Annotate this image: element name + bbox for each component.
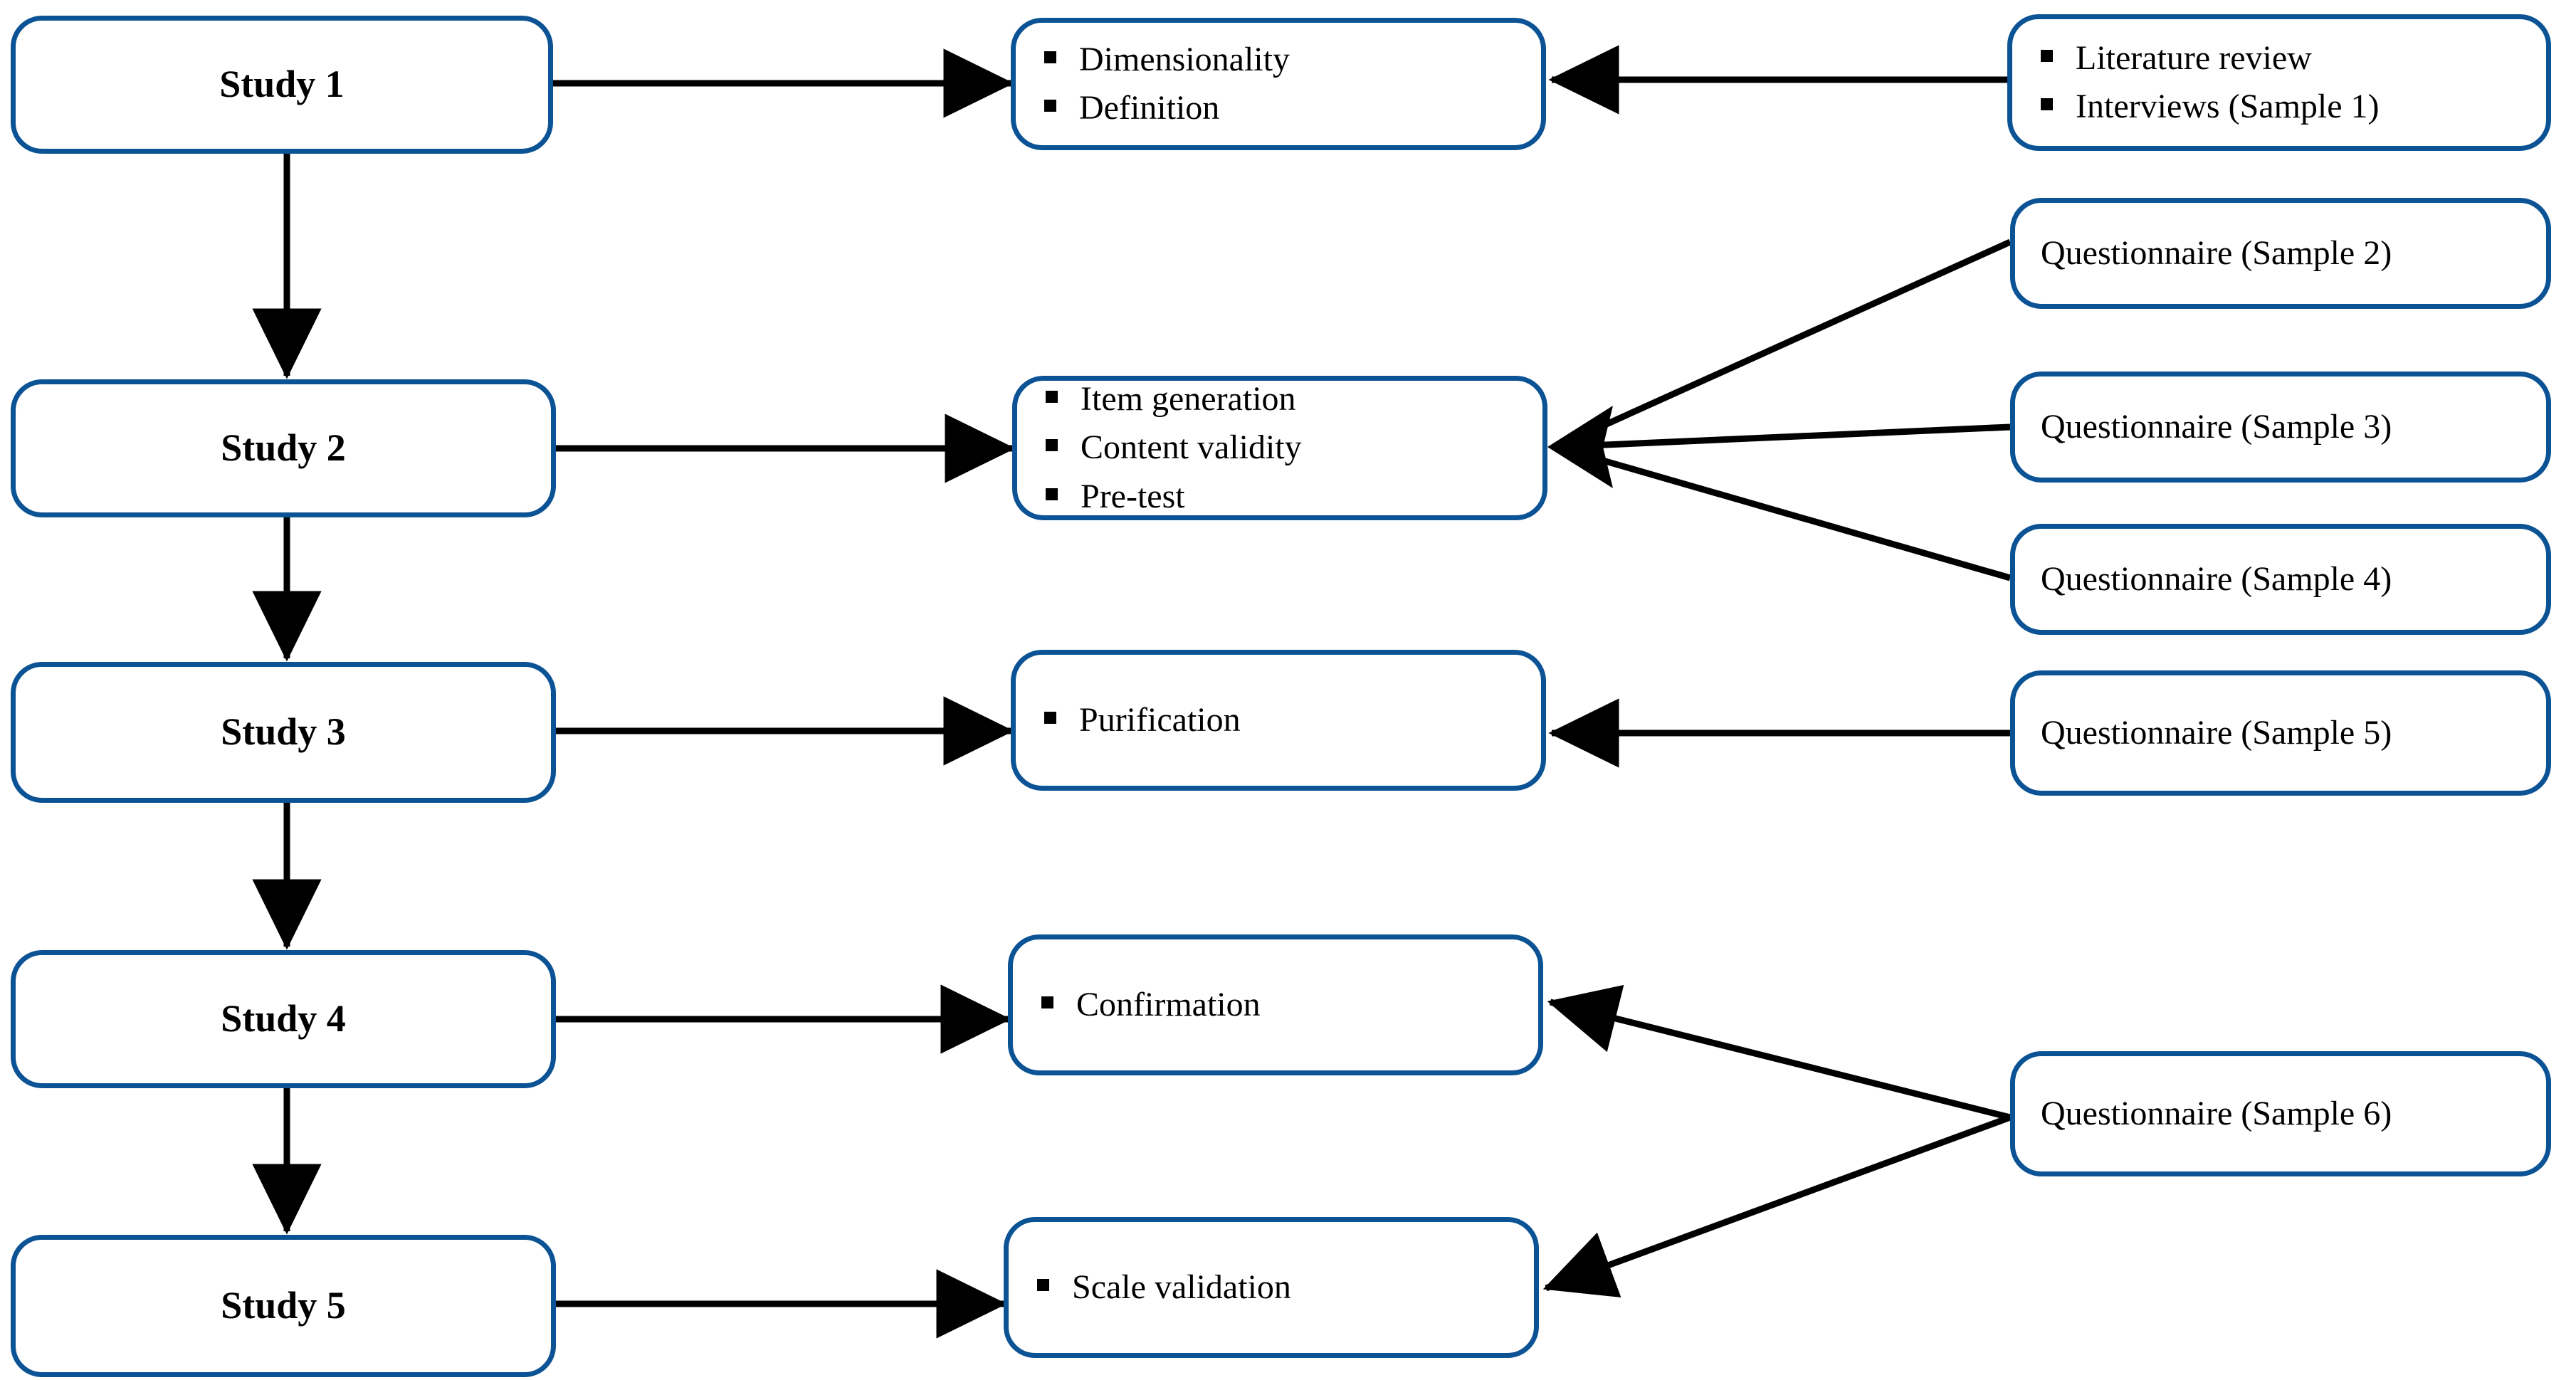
square-bullet-icon xyxy=(1046,488,1058,500)
activity-item-label: Pre-test xyxy=(1081,477,1185,515)
activity-node-2-list: Item generation Content validity Pre-tes… xyxy=(1017,375,1542,520)
study-node-4[interactable]: Study 4 xyxy=(11,950,556,1088)
list-item: Literature review xyxy=(2041,34,2546,83)
source-node-1-list: Literature review Interviews (Sample 1) xyxy=(2012,34,2546,131)
arrowhead-into-activity2 xyxy=(1547,406,1613,488)
source-node-6-label: Questionnaire (Sample 6) xyxy=(2041,1095,2392,1133)
study-node-5[interactable]: Study 5 xyxy=(11,1235,556,1377)
activity-item-label: Item generation xyxy=(1081,380,1296,418)
study-node-4-label: Study 4 xyxy=(221,997,346,1041)
list-item: Scale validation xyxy=(1037,1263,1534,1312)
source-item-label: Literature review xyxy=(2076,38,2312,77)
source-node-3-label: Questionnaire (Sample 3) xyxy=(2041,408,2392,446)
source-item-label: Interviews (Sample 1) xyxy=(2076,88,2380,125)
source-node-6[interactable]: Questionnaire (Sample 6) xyxy=(2010,1051,2551,1176)
square-bullet-icon xyxy=(1046,391,1058,404)
source-node-2-label: Questionnaire (Sample 2) xyxy=(2041,234,2392,273)
study-node-3[interactable]: Study 3 xyxy=(11,662,556,803)
activity-item-label: Scale validation xyxy=(1072,1268,1291,1306)
square-bullet-icon xyxy=(1041,996,1053,1008)
square-bullet-icon xyxy=(1044,100,1056,112)
study-node-2[interactable]: Study 2 xyxy=(11,379,556,517)
study-node-1-label: Study 1 xyxy=(219,63,345,106)
connector-source4-to-activity2 xyxy=(1555,443,2012,581)
source-node-2[interactable]: Questionnaire (Sample 2) xyxy=(2010,198,2551,309)
list-item: Dimensionality xyxy=(1044,36,1541,84)
study-node-2-label: Study 2 xyxy=(221,426,346,470)
square-bullet-icon xyxy=(2041,49,2053,62)
activity-node-4[interactable]: Confirmation xyxy=(1008,934,1543,1075)
activity-item-label: Content validity xyxy=(1081,428,1302,467)
square-bullet-icon xyxy=(1044,51,1056,63)
activity-node-5[interactable]: Scale validation xyxy=(1004,1217,1539,1358)
activity-item-label: Definition xyxy=(1079,89,1220,127)
activity-item-label: Dimensionality xyxy=(1079,40,1290,78)
list-item: Confirmation xyxy=(1041,981,1538,1029)
study-node-1[interactable]: Study 1 xyxy=(11,16,553,154)
list-item: Item generation xyxy=(1046,375,1542,423)
source-node-4-label: Questionnaire (Sample 4) xyxy=(2041,560,2392,599)
activity-node-4-list: Confirmation xyxy=(1013,981,1538,1029)
activity-node-5-list: Scale validation xyxy=(1009,1263,1534,1312)
source-node-1[interactable]: Literature review Interviews (Sample 1) xyxy=(2007,14,2551,151)
source-node-3[interactable]: Questionnaire (Sample 3) xyxy=(2010,372,2551,483)
connector-source2-to-activity2 xyxy=(1555,238,2012,451)
activity-node-3[interactable]: Purification xyxy=(1011,650,1546,791)
square-bullet-icon xyxy=(2041,98,2053,110)
connector-source6-to-activity5 xyxy=(1542,1114,2012,1297)
list-item: Pre-test xyxy=(1046,473,1542,521)
activity-node-1-list: Dimensionality Definition xyxy=(1016,36,1541,132)
connector-source3-to-activity2 xyxy=(1555,423,2011,451)
list-item: Interviews (Sample 1) xyxy=(2041,83,2546,131)
list-item: Purification xyxy=(1044,696,1541,744)
list-item: Definition xyxy=(1044,84,1541,132)
study-node-3-label: Study 3 xyxy=(221,710,346,754)
square-bullet-icon xyxy=(1046,439,1058,452)
list-item: Content validity xyxy=(1046,423,1542,472)
source-node-5[interactable]: Questionnaire (Sample 5) xyxy=(2010,670,2551,796)
square-bullet-icon xyxy=(1044,711,1056,724)
source-node-5-label: Questionnaire (Sample 5) xyxy=(2041,714,2392,752)
activity-item-label: Purification xyxy=(1079,700,1241,739)
activity-node-2[interactable]: Item generation Content validity Pre-tes… xyxy=(1012,376,1547,520)
activity-node-1[interactable]: Dimensionality Definition xyxy=(1011,18,1546,150)
activity-node-3-list: Purification xyxy=(1016,696,1541,744)
source-node-4[interactable]: Questionnaire (Sample 4) xyxy=(2010,524,2551,635)
activity-item-label: Confirmation xyxy=(1076,985,1261,1023)
square-bullet-icon xyxy=(1037,1278,1049,1291)
connector-source6-to-activity4 xyxy=(1547,984,2012,1121)
study-node-5-label: Study 5 xyxy=(221,1284,346,1327)
